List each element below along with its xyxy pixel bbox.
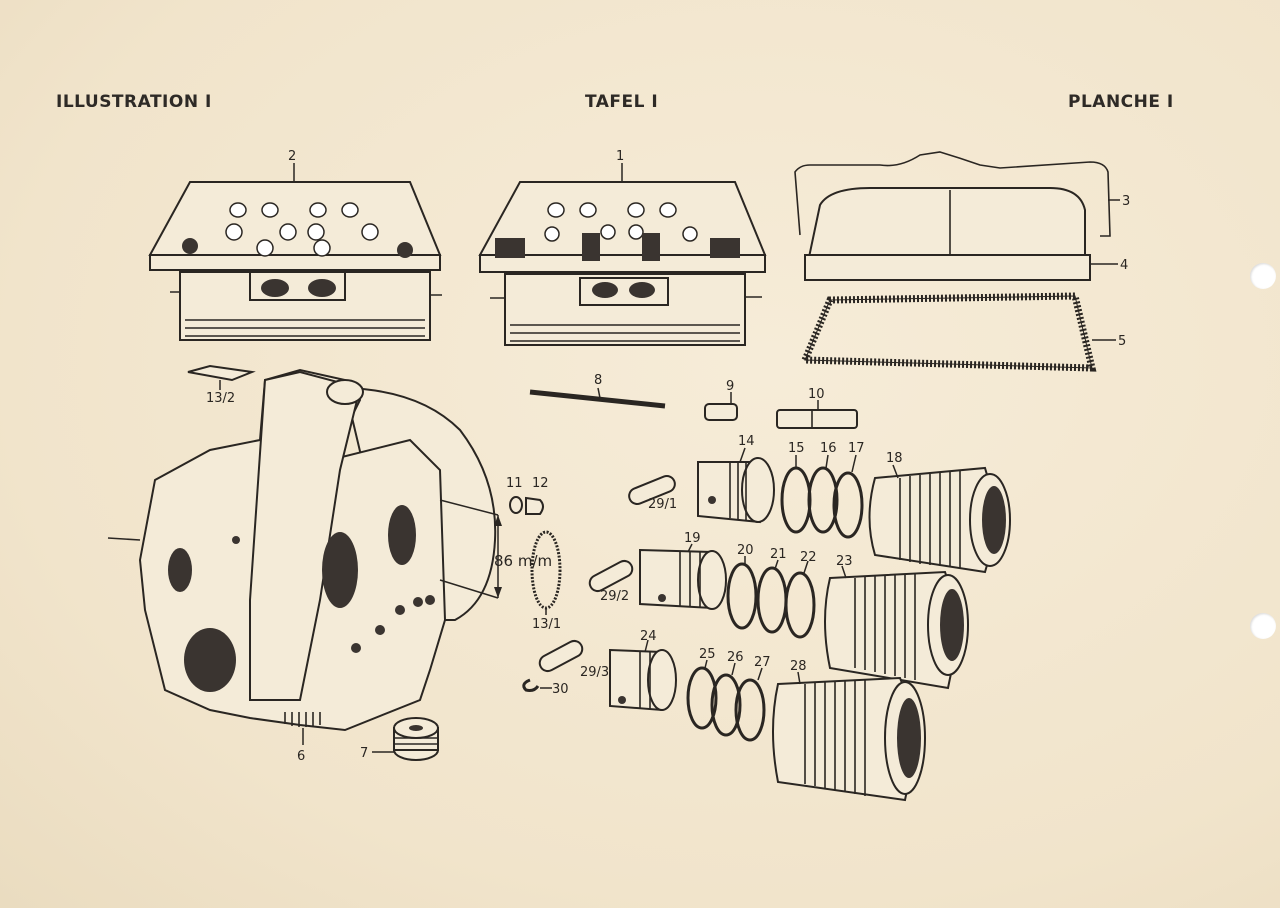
sleeve	[704, 403, 738, 421]
valve-cover-clip	[794, 151, 1111, 237]
cylinder-barrel-23	[824, 570, 969, 690]
callout-25: 25	[699, 647, 716, 662]
piston-ring-20	[726, 562, 758, 630]
callout-1: 1	[616, 149, 624, 164]
callout-7: 7	[360, 746, 368, 761]
callout-19: 19	[684, 531, 701, 546]
piston-pin-29-1	[628, 475, 676, 505]
callout-27: 27	[754, 655, 771, 670]
piston-ring-15	[780, 466, 812, 534]
header-planche: PLANCHE I	[1068, 92, 1174, 112]
callout-6: 6	[297, 749, 305, 764]
cylinder-head-center	[478, 181, 767, 346]
valve-cover-gasket	[799, 292, 1097, 372]
piston-ring-26	[710, 673, 742, 737]
callout-13-2: 13/2	[206, 391, 235, 406]
circlip-30	[522, 678, 540, 692]
callout-30: 30	[552, 682, 569, 697]
washer-11	[509, 496, 523, 514]
crankcase	[107, 368, 497, 732]
callout-29-2: 29/2	[600, 589, 629, 604]
binder-hole-top	[1250, 263, 1276, 289]
header-illustration: ILLUSTRATION I	[56, 92, 212, 112]
callout-14: 14	[738, 434, 755, 449]
piston-19	[639, 548, 727, 610]
header-tafel: TAFEL I	[585, 92, 659, 112]
piston-ring-21	[756, 566, 788, 634]
piston-ring-16	[807, 466, 839, 534]
callout-20: 20	[737, 543, 754, 558]
pulley	[393, 717, 439, 761]
callout-29-3: 29/3	[580, 665, 609, 680]
callout-10: 10	[808, 387, 825, 402]
bore-label: 86 m/m	[494, 552, 552, 570]
bore-dimension	[439, 499, 502, 599]
cylinder-head-left	[148, 181, 442, 341]
callout-29-1: 29/1	[648, 497, 677, 512]
callout-8: 8	[594, 373, 602, 388]
callout-11: 11	[506, 476, 523, 491]
piston-ring-22	[784, 571, 816, 639]
push-rod-tube	[776, 409, 858, 429]
callout-5: 5	[1118, 334, 1126, 349]
binder-hole-bottom	[1250, 613, 1276, 639]
callout-22: 22	[800, 550, 817, 565]
nut-12	[525, 496, 544, 515]
callout-9: 9	[726, 379, 734, 394]
piston-ring-17	[832, 471, 864, 539]
piston-24	[609, 648, 677, 712]
callout-23: 23	[836, 554, 853, 569]
valve-cover	[804, 187, 1091, 281]
callout-17: 17	[848, 441, 865, 456]
callout-18: 18	[886, 451, 903, 466]
piston-pin-29-2	[588, 559, 634, 593]
cylinder-barrel-18	[868, 466, 1011, 574]
callout-12: 12	[532, 476, 549, 491]
piston-ring-27	[734, 678, 766, 742]
callout-28: 28	[790, 659, 807, 674]
callout-24: 24	[640, 629, 657, 644]
callout-4: 4	[1120, 258, 1128, 273]
cylinder-barrel-28	[772, 676, 926, 802]
callout-21: 21	[770, 547, 787, 562]
piston-ring-25	[686, 666, 718, 730]
cylinder-stud	[529, 389, 666, 409]
cylinder-gasket-13-1	[530, 530, 562, 610]
callout-16: 16	[820, 441, 837, 456]
callout-15: 15	[788, 441, 805, 456]
callout-26: 26	[727, 650, 744, 665]
callout-2: 2	[288, 149, 296, 164]
small-gasket-13-2	[187, 364, 256, 382]
callout-3: 3	[1122, 194, 1130, 209]
callout-13-1: 13/1	[532, 617, 561, 632]
piston-pin-29-3	[538, 639, 584, 673]
piston-14	[697, 457, 775, 524]
